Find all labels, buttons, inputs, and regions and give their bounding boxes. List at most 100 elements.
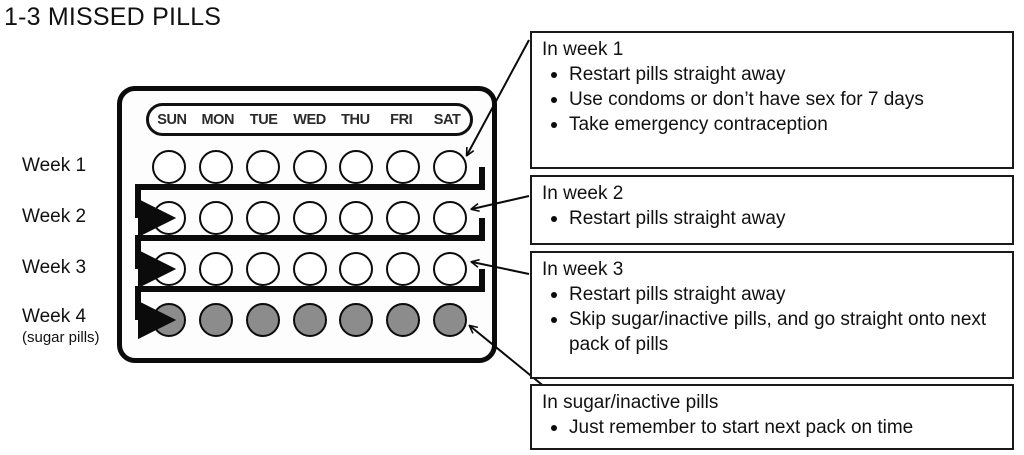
pill-row-week-3: [146, 249, 473, 289]
pill-cell: [426, 303, 473, 337]
info-box-week-2-heading: In week 2: [542, 183, 624, 204]
pill-cell: [193, 252, 240, 286]
week-label-1-text: Week 1: [22, 155, 87, 176]
bullet-icon: [551, 122, 557, 128]
pill-row-week-1: [146, 147, 473, 187]
pill-cell: [239, 150, 286, 184]
day-label-fri: FRI: [390, 111, 413, 128]
list-item-text: Restart pills straight away: [569, 64, 786, 85]
pill-row-week-4-sugar: [146, 300, 473, 340]
list-item: Skip sugar/inactive pills, and go straig…: [542, 307, 1006, 357]
pill-active: [339, 252, 374, 286]
day-label-mon: MON: [201, 111, 235, 128]
pill-cell: [333, 150, 380, 184]
pill-cell: [333, 201, 380, 235]
pill-cell: [239, 303, 286, 337]
pill-active: [385, 201, 420, 235]
pill-active: [152, 201, 187, 235]
day-label-wed: WED: [293, 111, 326, 128]
pill-active: [292, 252, 327, 286]
pill-active: [292, 201, 327, 235]
pill-active: [385, 150, 420, 184]
info-box-week-1-heading: In week 1: [542, 39, 624, 60]
bullet-icon: [551, 216, 557, 222]
pill-cell: [239, 201, 286, 235]
info-box-sugar-pills: In sugar/inactive pills Just remember to…: [530, 384, 1014, 450]
pill-sugar: [152, 303, 187, 337]
info-box-sugar-pills-heading: In sugar/inactive pills: [542, 392, 719, 413]
week-label-4-text: Week 4: [22, 306, 87, 327]
list-item: Just remember to start next pack on time: [542, 415, 1006, 440]
pill-active: [432, 201, 467, 235]
info-box-week-3-list: Restart pills straight away Skip sugar/i…: [542, 282, 1006, 357]
list-item: Restart pills straight away: [542, 62, 1006, 87]
info-box-week-2: In week 2 Restart pills straight away: [530, 175, 1014, 245]
pill-cell: [426, 201, 473, 235]
pill-active: [245, 201, 280, 235]
pill-active: [339, 201, 374, 235]
bullet-icon: [551, 72, 557, 78]
week-label-1: Week 1: [22, 155, 137, 177]
pill-active: [339, 150, 374, 184]
pill-row-week-2: [146, 198, 473, 238]
pill-active: [385, 252, 420, 286]
pill-active: [199, 201, 234, 235]
pill-cell: [286, 201, 333, 235]
bullet-icon: [551, 292, 557, 298]
list-item-text: Restart pills straight away: [569, 284, 786, 305]
pill-cell: [380, 303, 427, 337]
pill-active: [199, 252, 234, 286]
pill-cell: [380, 201, 427, 235]
pill-active: [199, 150, 234, 184]
pill-cell: [333, 252, 380, 286]
pill-sugar: [385, 303, 420, 337]
day-label-sat: SAT: [433, 111, 461, 128]
week-label-3-text: Week 3: [22, 257, 87, 278]
pill-cell: [380, 150, 427, 184]
list-item-text: Take emergency contraception: [569, 114, 828, 135]
list-item: Restart pills straight away: [542, 282, 1006, 307]
pill-cell: [286, 150, 333, 184]
pill-cell: [380, 252, 427, 286]
page-title: 1-3 MISSED PILLS: [4, 3, 222, 31]
pill-sugar: [292, 303, 327, 337]
list-item-text: Just remember to start next pack on time: [569, 417, 914, 438]
pill-cell: [426, 252, 473, 286]
list-item: Restart pills straight away: [542, 206, 1006, 231]
pill-sugar: [245, 303, 280, 337]
bullet-icon: [551, 97, 557, 103]
week-label-3: Week 3: [22, 257, 137, 279]
week-label-4-sublabel: (sugar pills): [22, 329, 100, 346]
list-item: Take emergency contraception: [542, 112, 1006, 137]
pill-active: [245, 150, 280, 184]
pill-active: [432, 252, 467, 286]
pill-cell: [146, 150, 193, 184]
pill-pack: SUN MON TUE WED THU FRI SAT: [117, 86, 497, 363]
pill-cell: [146, 303, 193, 337]
bullet-icon: [551, 317, 557, 323]
pill-active: [292, 150, 327, 184]
list-item-text: Restart pills straight away: [569, 208, 786, 229]
pill-sugar: [432, 303, 467, 337]
info-box-week-3: In week 3 Restart pills straight away Sk…: [530, 251, 1014, 379]
info-box-week-1-list: Restart pills straight away Use condoms …: [542, 62, 1006, 137]
info-box-week-2-list: Restart pills straight away: [542, 206, 1006, 231]
pill-cell: [286, 252, 333, 286]
pill-cell: [193, 150, 240, 184]
pill-active: [432, 150, 467, 184]
info-box-sugar-pills-list: Just remember to start next pack on time: [542, 415, 1006, 440]
pill-sugar: [339, 303, 374, 337]
pill-active: [245, 252, 280, 286]
day-label-thu: THU: [341, 111, 370, 128]
list-item-text: Use condoms or don’t have sex for 7 days: [569, 89, 924, 110]
pill-active: [152, 150, 187, 184]
week-label-4: Week 4 (sugar pills): [22, 306, 137, 347]
week-label-2-text: Week 2: [22, 206, 87, 227]
bullet-icon: [551, 425, 557, 431]
pill-cell: [426, 150, 473, 184]
pill-cell: [193, 201, 240, 235]
pill-cell: [146, 201, 193, 235]
pill-cell: [146, 252, 193, 286]
day-label-sun: SUN: [157, 111, 187, 128]
